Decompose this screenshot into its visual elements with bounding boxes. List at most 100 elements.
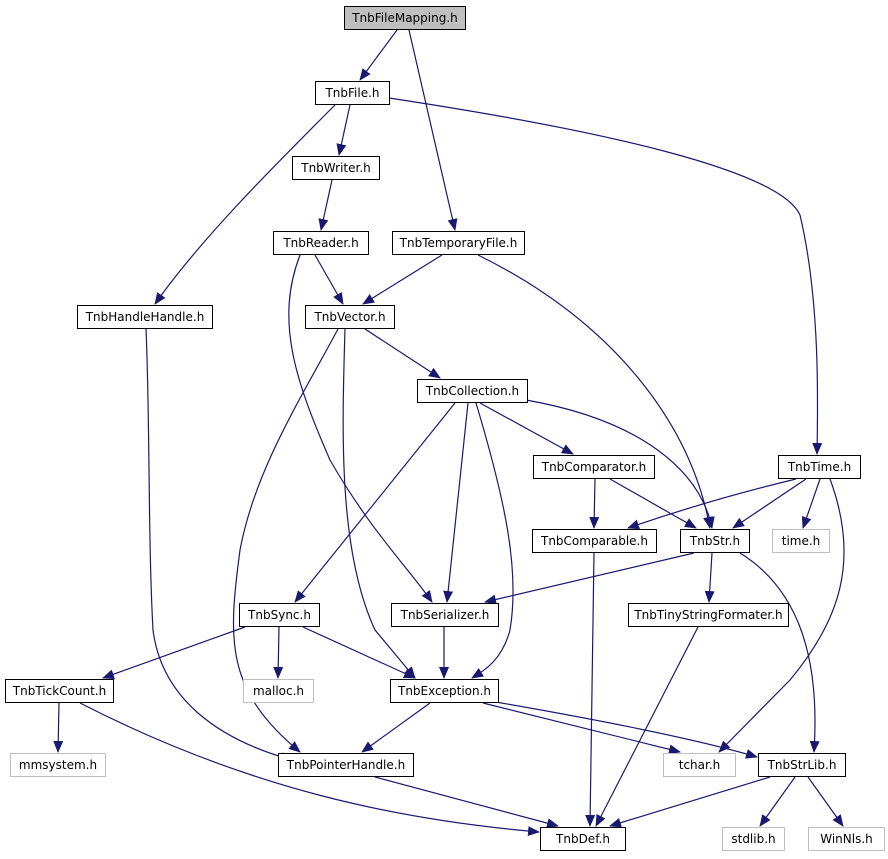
edge-tnbcollection-to-tnbexception	[471, 402, 514, 679]
node-label: TnbComparable.h	[540, 534, 648, 548]
edge-tnbfile-to-tnbhandlehandle	[154, 104, 336, 305]
edge-tnbfile-to-tnbtime	[388, 97, 823, 455]
edge-tnbfilemapping-to-tnbtemporaryfile	[408, 29, 458, 231]
node-label: TnbTime.h	[787, 460, 851, 474]
node-label: mmsystem.h	[19, 758, 97, 772]
node-box	[239, 603, 320, 627]
node-label: TnbHandleHandle.h	[85, 310, 205, 324]
node-tnbexception[interactable]: TnbException.h	[390, 679, 499, 703]
edge-tnbtemporaryfile-to-tnbstr	[477, 254, 713, 529]
node-label: TnbReader.h	[282, 236, 358, 250]
node-box	[5, 679, 114, 703]
edge-tnbstr-to-tnbstrlib	[739, 552, 820, 753]
edge-tnbvector-to-tnbcollection	[364, 328, 441, 379]
node-winnls: WinNls.h	[808, 827, 885, 851]
edge-tnbsync-to-malloc	[273, 626, 284, 679]
node-label: tchar.h	[679, 758, 721, 772]
node-malloc: malloc.h	[243, 679, 314, 703]
node-label: TnbStr.h	[689, 534, 740, 548]
node-box	[722, 827, 785, 851]
node-tnbserializer[interactable]: TnbSerializer.h	[391, 603, 499, 627]
node-tnbfilemapping[interactable]: TnbFileMapping.h	[344, 6, 466, 30]
node-label: TnbPointerHandle.h	[286, 758, 405, 772]
node-label: TnbException.h	[397, 684, 491, 698]
node-tnbfile[interactable]: TnbFile.h	[315, 81, 390, 105]
node-box	[663, 753, 736, 777]
node-layer: TnbFileMapping.hTnbFile.hTnbWriter.hTnbR…	[5, 6, 885, 851]
edge-tnbreader-to-tnbvector	[314, 254, 344, 305]
edge-tnbtickcount-to-mmsystem	[53, 702, 64, 753]
edge-tnbfile-to-tnbwriter	[336, 104, 351, 156]
node-tnbreader[interactable]: TnbReader.h	[273, 231, 369, 255]
node-mmsystem: mmsystem.h	[10, 753, 106, 777]
edge-tnbtime-to-tchar	[718, 478, 845, 753]
edge-tnbsync-to-tnbtickcount	[102, 626, 246, 679]
node-tnbcollection[interactable]: TnbCollection.h	[417, 379, 528, 403]
edge-tnbfilemapping-to-tnbfile	[359, 29, 398, 81]
node-box	[680, 529, 750, 553]
edge-tnbtickcount-to-tnbdef	[79, 702, 540, 837]
node-label: WinNls.h	[820, 832, 873, 846]
edge-tnbexception-to-tnbstrlib	[489, 700, 758, 759]
node-tnbtime[interactable]: TnbTime.h	[778, 455, 861, 479]
node-tnbwriter[interactable]: TnbWriter.h	[292, 156, 380, 180]
node-box	[808, 827, 885, 851]
node-box	[278, 753, 414, 777]
edge-tnbcomparator-to-tnbstr	[609, 478, 697, 529]
node-label: malloc.h	[253, 684, 304, 698]
node-tnbdef[interactable]: TnbDef.h	[540, 827, 626, 851]
node-box	[533, 455, 655, 479]
node-tnbpointerhandle[interactable]: TnbPointerHandle.h	[278, 753, 414, 777]
node-box	[417, 379, 528, 403]
node-label: TnbTickCount.h	[12, 684, 106, 698]
node-tnbtinystringformater[interactable]: TnbTinyStringFormater.h	[628, 603, 789, 627]
node-label: time.h	[782, 534, 821, 548]
node-stdlib: stdlib.h	[722, 827, 785, 851]
node-tnbhandlehandle[interactable]: TnbHandleHandle.h	[77, 305, 213, 329]
edge-tnbstr-to-tnbserializer	[484, 552, 695, 605]
node-box	[532, 529, 657, 553]
edge-tnbpointerhandle-to-tnbdef	[374, 776, 559, 828]
node-tnbvector[interactable]: TnbVector.h	[305, 305, 395, 329]
edge-tnbtemporaryfile-to-tnbvector	[362, 254, 443, 305]
edge-tnbexception-to-tchar	[482, 702, 681, 755]
node-box	[390, 679, 499, 703]
node-tnbcomparator[interactable]: TnbComparator.h	[533, 455, 655, 479]
node-tnbtemporaryfile[interactable]: TnbTemporaryFile.h	[392, 231, 525, 255]
edge-tnbstrlib-to-stdlib	[759, 776, 796, 827]
node-tnbtickcount[interactable]: TnbTickCount.h	[5, 679, 114, 703]
edge-tnbstrlib-to-winnls	[807, 776, 844, 827]
node-label: TnbStrLib.h	[767, 758, 837, 772]
node-box	[758, 753, 846, 777]
node-tnbstr[interactable]: TnbStr.h	[680, 529, 750, 553]
node-box	[305, 305, 395, 329]
node-box	[778, 455, 861, 479]
node-tnbstrlib[interactable]: TnbStrLib.h	[758, 753, 846, 777]
edge-tnbcollection-to-tnbserializer	[443, 402, 469, 603]
node-label: TnbDef.h	[555, 832, 610, 846]
node-box	[273, 231, 369, 255]
edge-tnbcomparator-to-tnbcomparable	[589, 478, 600, 529]
node-box	[391, 603, 499, 627]
edge-tnbtime-to-tnbstr	[732, 478, 807, 529]
edge-tnbcollection-to-tnbcomparator	[479, 402, 574, 455]
node-box	[628, 603, 789, 627]
edge-tnbstr-to-tnbtinystringformater	[704, 552, 715, 603]
node-tnbsync[interactable]: TnbSync.h	[239, 603, 320, 627]
node-box	[392, 231, 525, 255]
node-label: TnbWriter.h	[300, 161, 371, 175]
edge-tnbtime-to-tnbcomparable	[627, 478, 797, 530]
node-box	[772, 529, 830, 553]
edge-tnbcollection-to-tnbsync	[294, 402, 456, 603]
node-tnbcomparable[interactable]: TnbComparable.h	[532, 529, 657, 553]
node-label: TnbVector.h	[313, 310, 385, 324]
node-tchar: tchar.h	[663, 753, 736, 777]
node-box	[77, 305, 213, 329]
edge-tnbwriter-to-tnbreader	[318, 179, 333, 231]
edge-tnbtinystringformater-to-tnbdef	[595, 626, 699, 827]
node-time: time.h	[772, 529, 830, 553]
node-box	[344, 6, 466, 30]
edge-tnbcomparable-to-tnbdef	[585, 552, 596, 827]
